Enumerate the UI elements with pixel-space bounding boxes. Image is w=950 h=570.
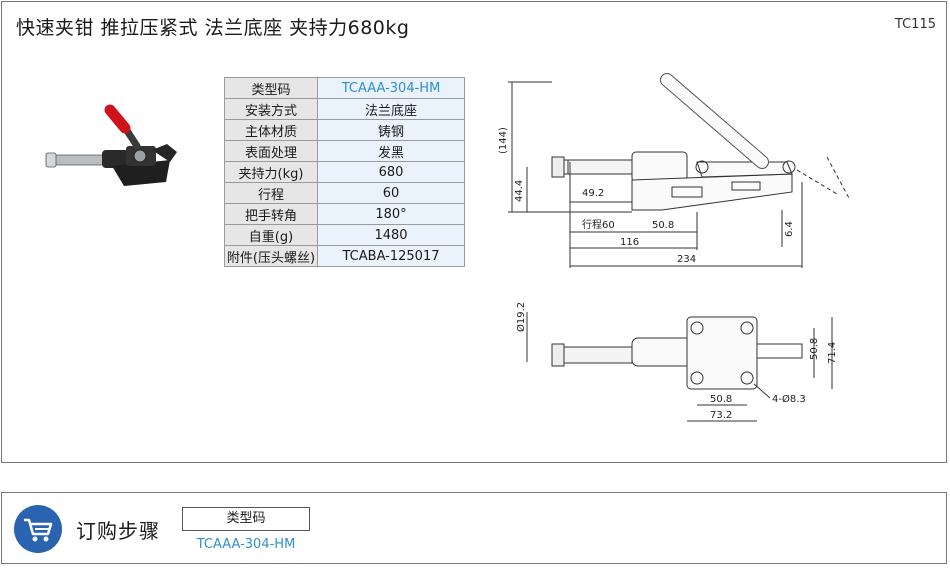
spec-label: 自重(g) (224, 224, 318, 246)
spec-value: 680 (317, 161, 465, 183)
spec-row: 自重(g)1480 (224, 224, 465, 246)
spec-row: 主体材质铸钢 (224, 119, 465, 141)
dim-dia: Ø19.2 (515, 302, 527, 332)
spec-value: 法兰底座 (317, 98, 465, 120)
spec-value: 60 (317, 182, 465, 204)
technical-drawing: (144) 44.4 49.2 行程60 50.8 116 234 6.4 (498, 73, 851, 422)
spec-value: 180° (317, 203, 465, 225)
order-type-label: 类型码 (182, 507, 310, 531)
order-section: 订购步骤 类型码 TCAAA-304-HM (1, 492, 947, 564)
top-dimensions: Ø19.2 50.8 71.4 50.8 73.2 4-Ø8.3 (515, 302, 838, 421)
dim-d2: 50.8 (652, 220, 674, 231)
spec-row: 附件(压头螺丝)TCABA-125017 (224, 245, 465, 267)
side-view (508, 73, 851, 268)
dim-l1: 50.8 (710, 394, 732, 405)
spec-label: 行程 (224, 182, 318, 204)
spec-label: 把手转角 (224, 203, 318, 225)
dim-l2: 73.2 (710, 410, 732, 421)
catalog-code: TC115 (894, 17, 936, 32)
dim-w2: 71.4 (827, 342, 838, 364)
spec-value: 发黑 (317, 140, 465, 162)
spec-value: TCABA-125017 (317, 245, 465, 267)
page-title: 快速夹钳 推拉压紧式 法兰底座 夹持力680kg (16, 17, 410, 39)
order-title: 订购步骤 (76, 519, 160, 543)
side-dimensions: (144) 44.4 49.2 行程60 50.8 116 234 6.4 (498, 127, 795, 265)
spec-label: 夹持力(kg) (224, 161, 318, 183)
dim-d5: 6.4 (784, 221, 795, 237)
spec-value: TCAAA-304-HM (317, 77, 465, 99)
spec-row: 安装方式法兰底座 (224, 98, 465, 120)
dim-d3: 116 (620, 237, 639, 248)
spec-row: 夹持力(kg)680 (224, 161, 465, 183)
dim-d1: 49.2 (582, 188, 604, 199)
dim-w1: 50.8 (809, 338, 820, 360)
dim-height-total: (144) (498, 127, 509, 154)
spec-value: 铸钢 (317, 119, 465, 141)
spec-row: 表面处理发黑 (224, 140, 465, 162)
order-type-value: TCAAA-304-HM (196, 537, 296, 552)
product-photo (45, 104, 177, 186)
spec-value: 1480 (317, 224, 465, 246)
spec-label: 类型码 (224, 77, 318, 99)
spec-label: 主体材质 (224, 119, 318, 141)
shopping-cart-icon (14, 505, 62, 553)
dim-d4: 234 (677, 254, 696, 265)
spec-label: 附件(压头螺丝) (224, 245, 318, 267)
dim-stroke: 行程60 (582, 218, 615, 231)
spec-label: 表面处理 (224, 140, 318, 162)
spec-label: 安装方式 (224, 98, 318, 120)
top-view (526, 312, 833, 422)
dim-height-axis: 44.4 (514, 180, 525, 202)
dim-holes: 4-Ø8.3 (772, 393, 806, 405)
